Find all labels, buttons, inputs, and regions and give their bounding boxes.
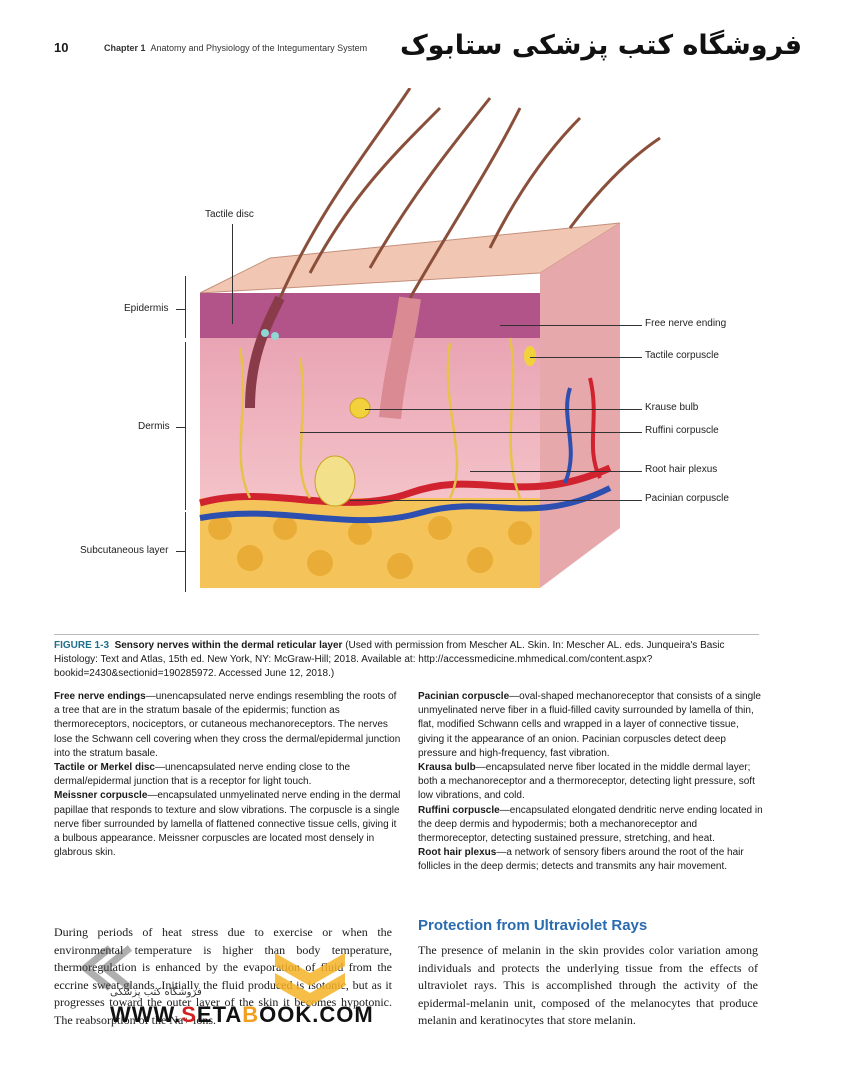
definition-item: Root hair plexus—a network of sensory fi… <box>418 846 763 874</box>
url-end: OOK.COM <box>259 1002 374 1027</box>
definition-item: Ruffini corpuscle—encapsulated elongated… <box>418 804 763 847</box>
url-mid: ETA <box>196 1002 243 1027</box>
label-dermis: Dermis <box>138 421 170 432</box>
label-tactile-disc: Tactile disc <box>205 209 254 220</box>
skin-illustration <box>199 88 661 588</box>
leader-free-nerve-ending <box>500 325 642 326</box>
definition-text: —unencapsulated nerve endings resembling… <box>54 691 401 759</box>
figure-credit: (Used with permission from Mescher AL. S… <box>54 640 725 679</box>
label-root-hair-plexus: Root hair plexus <box>645 464 718 475</box>
definition-item: Free nerve endings—unencapsulated nerve … <box>54 690 404 761</box>
figure-caption: FIGURE 1-3 Sensory nerves within the der… <box>54 634 759 681</box>
subcutaneous-bracket <box>185 512 186 592</box>
definition-item: Krausa bulb—encapsulated nerve fiber loc… <box>418 761 763 804</box>
definition-term: Meissner corpuscle <box>54 790 148 802</box>
definition-term: Pacinian corpuscle <box>418 691 510 702</box>
leader-tactile-corpuscle <box>530 357 642 358</box>
definition-term: Free nerve endings <box>54 691 146 702</box>
definition-item: Tactile or Merkel disc—unencapsulated ne… <box>54 761 404 789</box>
definition-term: Tactile or Merkel disc <box>54 762 155 774</box>
definition-term: Root hair plexus <box>418 847 497 859</box>
definition-text: —a network of sensory fibers around the … <box>418 847 744 873</box>
chapter-title: Anatomy and Physiology of the Integument… <box>150 43 368 53</box>
definition-term: Krausa bulb <box>418 762 476 774</box>
label-tactile-corpuscle: Tactile corpuscle <box>645 350 719 361</box>
watermark-url: WWW.SETABOOK.COM <box>110 1002 374 1028</box>
definition-text: —unencapsulated nerve ending close to th… <box>54 762 351 788</box>
leader-ruffini-corpuscle <box>300 432 642 433</box>
definition-text: —encapsulated elongated dendritic nerve … <box>418 804 763 845</box>
leader-pacinian-corpuscle <box>350 500 642 501</box>
definition-text: —encapsulated unmyelinated nerve ending … <box>54 790 401 859</box>
url-prefix: WWW. <box>110 1002 182 1027</box>
definition-text: —oval-shaped mechanoreceptor that consis… <box>418 691 761 759</box>
label-subcutaneous: Subcutaneous layer <box>80 545 169 556</box>
watermark-subtitle: فروشگاه کتب پزشکی <box>110 987 202 998</box>
url-b: B <box>242 1002 260 1027</box>
label-ruffini-corpuscle: Ruffini corpuscle <box>645 425 719 436</box>
definition-item: Meissner corpuscle—encapsulated unmyelin… <box>54 789 404 860</box>
label-epidermis: Epidermis <box>124 303 169 314</box>
running-head: Chapter 1 Anatomy and Physiology of the I… <box>104 43 367 53</box>
chapter-label: Chapter 1 <box>104 43 146 53</box>
url-s: S <box>181 1002 197 1027</box>
definition-term: Ruffini corpuscle <box>418 804 500 816</box>
label-free-nerve-ending: Free nerve ending <box>645 318 727 329</box>
figure-title: Sensory nerves within the dermal reticul… <box>114 640 343 651</box>
figure-label: FIGURE 1-3 <box>54 640 110 651</box>
definitions-left: Free nerve endings—unencapsulated nerve … <box>54 690 404 860</box>
leader-krause-bulb <box>365 409 642 410</box>
dermis-bracket <box>185 342 186 510</box>
body-paragraph-right: The presence of melanin in the skin prov… <box>418 943 758 1027</box>
dermis-tick <box>176 427 186 428</box>
definitions-right: Pacinian corpuscle—oval-shaped mechanore… <box>418 690 763 875</box>
section-heading: Protection from Ultraviolet Rays <box>418 917 648 934</box>
epidermis-tick <box>176 309 186 310</box>
page-number: 10 <box>54 40 69 55</box>
definition-item: Pacinian corpuscle—oval-shaped mechanore… <box>418 690 763 761</box>
epidermis-bracket <box>185 276 186 338</box>
label-pacinian-corpuscle: Pacinian corpuscle <box>645 493 729 504</box>
store-title: فروشگاه کتب پزشکی ستابوک <box>400 30 803 61</box>
setabook-logo-watermark <box>79 945 345 1006</box>
subcutaneous-tick <box>176 551 186 552</box>
leader-tactile-disc <box>232 224 233 324</box>
definition-text: —encapsulated nerve fiber located in the… <box>418 762 755 802</box>
label-krause-bulb: Krause bulb <box>645 402 699 413</box>
leader-root-hair-plexus <box>470 471 642 472</box>
